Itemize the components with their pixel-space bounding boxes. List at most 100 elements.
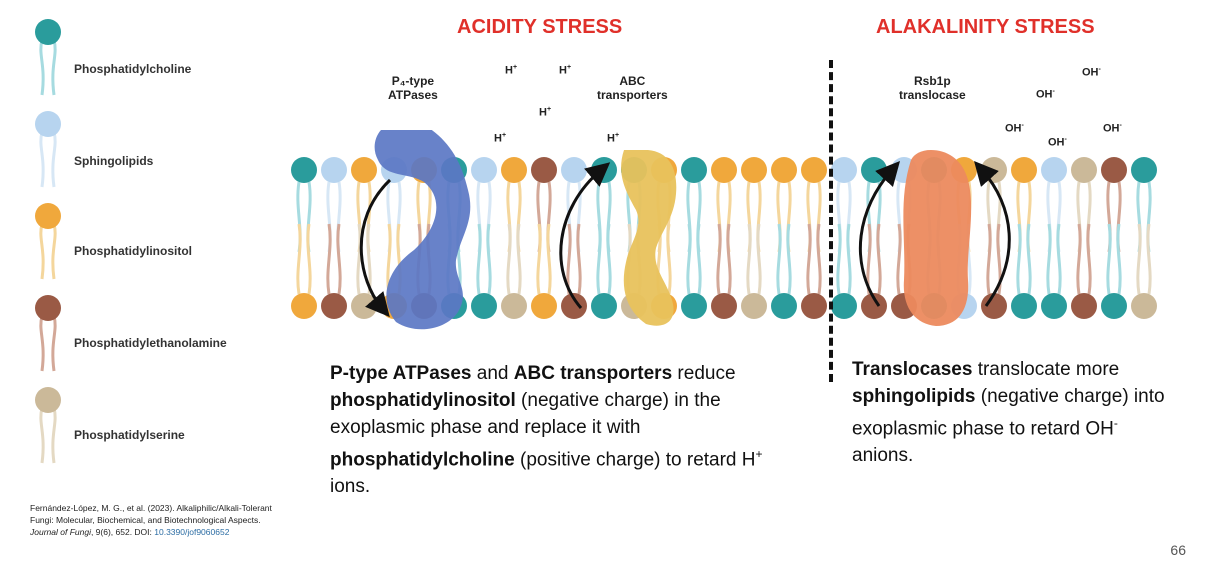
lipid-tail	[1016, 223, 1032, 295]
proton-ion: H+	[494, 132, 507, 145]
lipid-head	[591, 293, 617, 319]
lipid-tail	[536, 223, 552, 295]
proton-ion: H+	[505, 64, 518, 77]
lipid-tail	[716, 223, 732, 295]
legend-item-phosphatidylserine: Phosphatidylserine	[28, 378, 268, 468]
lipid-head	[1011, 157, 1037, 183]
lipid-head	[501, 293, 527, 319]
legend-label: Phosphatidylserine	[74, 428, 185, 442]
translocase-arrow-left	[858, 161, 900, 307]
lipid-head	[471, 157, 497, 183]
alkalinity-stress-title: ALAKALINITY STRESS	[876, 16, 1095, 38]
abc-transporters-label: ABC transporters	[597, 74, 668, 102]
legend-label: Phosphatidylcholine	[74, 62, 192, 76]
sphingolipid-icon	[35, 111, 61, 188]
lipid-tail	[1136, 223, 1152, 295]
legend-item-sphingolipids: Sphingolipids	[28, 102, 268, 192]
phosphatidylserine-icon	[35, 387, 61, 464]
lipid-head	[681, 293, 707, 319]
lipid-head	[861, 293, 887, 319]
legend-item-phosphatidylethanolamine: Phosphatidylethanolamine	[28, 286, 268, 376]
alkalinity-description: Translocases translocate more sphingolip…	[852, 359, 1165, 467]
lipid-tail	[566, 223, 582, 295]
lipid-tail	[866, 223, 882, 295]
lipid-head	[1131, 293, 1157, 319]
proton-ion: H+	[607, 132, 620, 145]
p4-atpases-label: P₄-type ATPases	[388, 74, 438, 102]
acidity-description: P-type ATPases and ABC transporters redu…	[330, 363, 763, 498]
lipid-head	[321, 157, 347, 183]
lipid-tail	[836, 223, 852, 295]
lipid-head	[771, 157, 797, 183]
page-number: 66	[1170, 542, 1186, 558]
lipid-head	[471, 293, 497, 319]
lipid-head	[351, 157, 377, 183]
lipid-tail	[1046, 223, 1062, 295]
lipid-head	[711, 293, 737, 319]
lipid-head	[771, 293, 797, 319]
hydroxide-ion: OH-	[1048, 136, 1067, 149]
lipid-head	[711, 157, 737, 183]
legend-label: Phosphatidylethanolamine	[74, 336, 227, 350]
lipid-head	[1071, 293, 1097, 319]
flip-arrow	[359, 178, 392, 318]
lipid-head	[291, 157, 317, 183]
rsb1p-translocase-label: Rsb1p translocase	[899, 74, 966, 102]
hydroxide-ion: OH-	[1005, 122, 1024, 135]
lipid-head	[801, 293, 827, 319]
lipid-head	[741, 157, 767, 183]
hydroxide-ion: OH-	[1082, 66, 1101, 79]
lipid-head	[981, 157, 1007, 183]
doi-link[interactable]: 10.3390/jof9060652	[154, 527, 230, 537]
lipid-head	[1131, 157, 1157, 183]
lipid-head	[531, 157, 557, 183]
abc-transporter-protein	[621, 150, 677, 326]
lipid-tail	[296, 223, 312, 295]
p4-atpase-protein	[374, 130, 471, 330]
lipid-head	[981, 293, 1007, 319]
lipid-head	[1041, 293, 1067, 319]
lipid-tail	[1076, 223, 1092, 295]
lipid-tail	[506, 223, 522, 295]
lipid-head	[681, 157, 707, 183]
lipid-tail	[746, 223, 762, 295]
acidity-stress-title: ACIDITY STRESS	[457, 16, 623, 38]
translocase-arrow-right	[974, 161, 1011, 307]
lipid-head	[291, 293, 317, 319]
lipid-tail	[776, 223, 792, 295]
lipid-head	[501, 157, 527, 183]
hydroxide-ion: OH-	[1036, 88, 1055, 101]
lipid-head	[321, 293, 347, 319]
lipid-head	[801, 157, 827, 183]
lipid-tail	[986, 223, 1002, 295]
phosphatidylcholine-icon	[35, 19, 61, 96]
lipid-head	[561, 157, 587, 183]
lipid-head	[1101, 157, 1127, 183]
rsb1p-translocase-protein	[903, 150, 972, 326]
lipid-tail	[326, 223, 342, 295]
hydroxide-ion: OH-	[1103, 122, 1122, 135]
lipid-tail	[686, 223, 702, 295]
phosphatidylinositol-icon	[35, 203, 61, 280]
lipid-head	[1011, 293, 1037, 319]
lipid-head	[531, 293, 557, 319]
proton-ion: H+	[539, 106, 552, 119]
phosphatidylethanolamine-icon	[35, 295, 61, 372]
lipid-tail	[806, 223, 822, 295]
lipid-bilayer-membrane	[291, 130, 1157, 330]
lipid-tail	[596, 223, 612, 295]
lipid-head	[1101, 293, 1127, 319]
proton-ion: H+	[559, 64, 572, 77]
lipid-head	[1071, 157, 1097, 183]
legend-label: Phosphatidylinositol	[74, 244, 193, 258]
legend-item-phosphatidylinositol: Phosphatidylinositol	[28, 194, 268, 284]
lipid-tail	[1106, 223, 1122, 295]
flop-arrow	[559, 162, 611, 309]
lipid-head	[831, 157, 857, 183]
lipid-head	[741, 293, 767, 319]
lipid-head	[831, 293, 857, 319]
legend-item-phosphatidylcholine: Phosphatidylcholine	[28, 10, 268, 100]
lipid-head	[1041, 157, 1067, 183]
section-divider	[829, 60, 833, 382]
lipid-head	[591, 157, 617, 183]
